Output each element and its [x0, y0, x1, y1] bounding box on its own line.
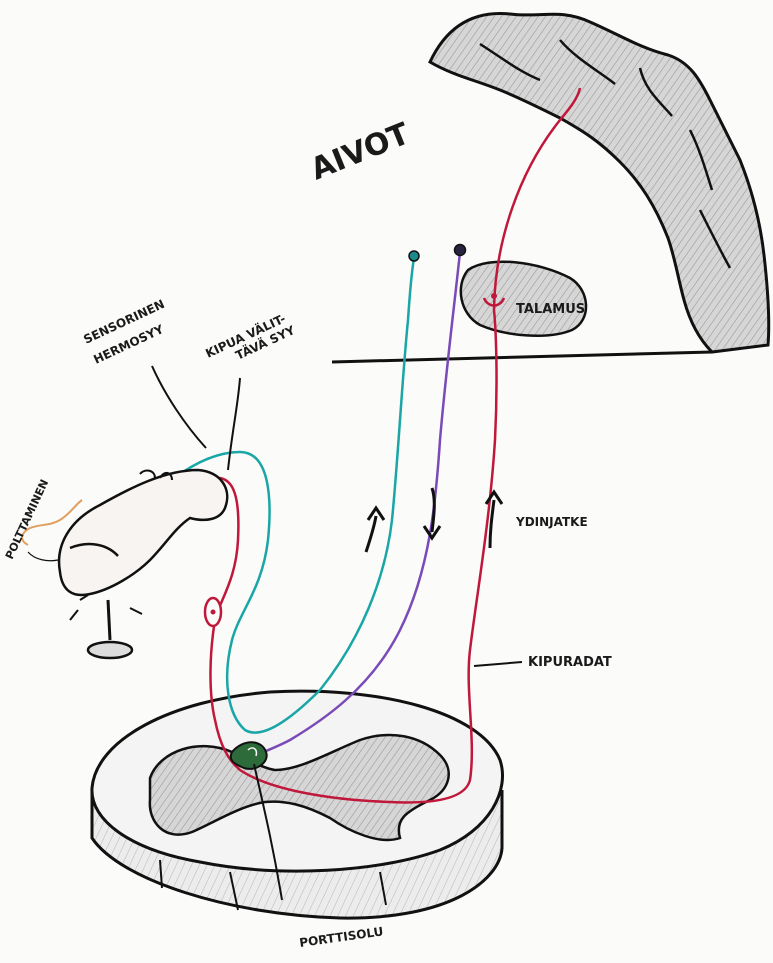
- burn-label: POLTTAMINEN: [3, 477, 51, 561]
- pain-fiber-leader: [228, 378, 240, 470]
- finger: [22, 470, 227, 595]
- pain-pathways-leader: [474, 662, 522, 666]
- gate-cell-label: PORTTISOLU: [298, 924, 384, 950]
- sensory-nerve-leader: [152, 366, 206, 448]
- descending-fiber-end: [455, 245, 466, 256]
- finger-outline: [59, 470, 227, 595]
- brain-label: AIVOT: [306, 116, 415, 187]
- thalamus-label: TALAMUS: [516, 302, 585, 317]
- pain-pathways-label: KIPURADAT: [528, 655, 612, 670]
- brain-boundary-line: [332, 352, 712, 362]
- thalamus-outline: [461, 262, 586, 336]
- pin-icon: [70, 595, 142, 658]
- axon-label: YDINJATKE: [515, 515, 588, 529]
- sensory-fiber-end: [409, 251, 419, 261]
- up-arrow-icon: [366, 508, 384, 552]
- spinal-cord: [92, 691, 503, 918]
